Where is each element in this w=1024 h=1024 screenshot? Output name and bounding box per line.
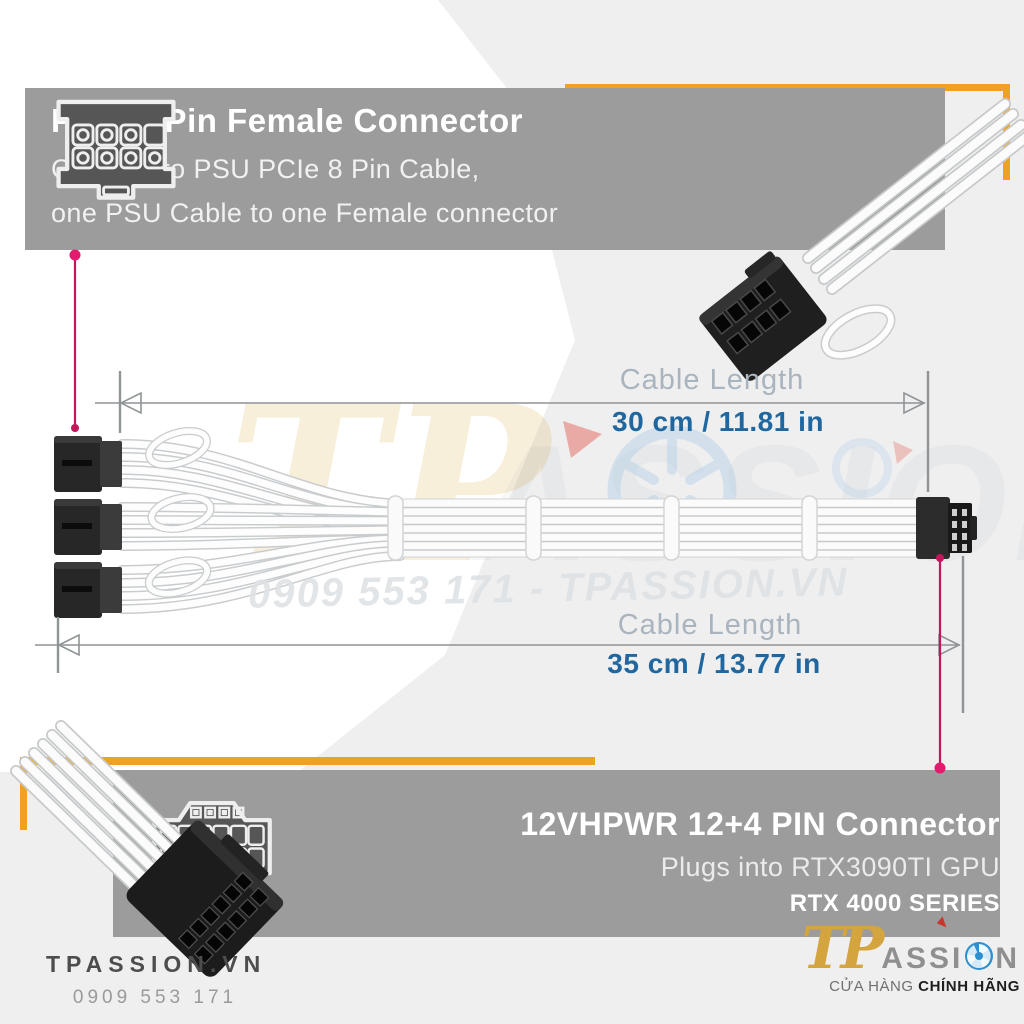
orange-accent-bottom-vertical (20, 757, 27, 830)
connector-8pin-female-3 (54, 562, 122, 618)
cable-length-value-bottom: 35 cm / 13.77 in (607, 648, 821, 679)
connector-12vhpwr-photo (126, 820, 284, 977)
cable-length-label-top: Cable Length (619, 364, 805, 396)
connector-8pin-male-photo (699, 251, 827, 381)
tagline-bold: CHÍNH HÃNG (918, 978, 1020, 995)
logo-assion-left: ASSI (881, 942, 964, 975)
cable-length-label-bottom: Cable Length (617, 609, 803, 641)
cable-bundle (395, 498, 921, 558)
logo-tagline: CỬA HÀNG CHÍNH HÃNG (760, 978, 1020, 995)
bottom-banner-badge: RTX 4000 SERIES (789, 890, 1000, 917)
cable-length-value-top: 30 cm / 11.81 in (612, 406, 824, 437)
tagline-regular: CỬA HÀNG (829, 978, 919, 995)
connector-12vhpwr-small (916, 497, 977, 559)
footer-phone-number: 0909 553 171 (72, 987, 238, 1008)
pcie-8pin-female-connector-icon (56, 99, 176, 200)
connector-8pin-female-2 (54, 499, 122, 555)
top-banner: PCIe 8 Pin Female Connector Connect to P… (25, 88, 945, 250)
logo-assion-right: N (995, 942, 1020, 975)
orange-accent-bottom-horizontal (20, 757, 595, 765)
footer-site-url: TPASSION.VN (46, 951, 267, 977)
measurement-bottom (35, 556, 965, 713)
photo-main-cable (54, 426, 977, 618)
tpassion-logo: TP ASSI N CỬA HÀNG CHÍNH HÃNG (760, 914, 1020, 995)
photo-12vhpwr-bottom-left (10, 720, 284, 977)
callout-bottom-right (934, 554, 946, 774)
logo-shutter-icon (965, 942, 994, 970)
cable-combs (387, 495, 818, 561)
watermark-red-triangle (563, 421, 602, 458)
bottom-banner-title: 12VHPWR 12+4 PIN Connector (520, 806, 1000, 842)
callout-top-left (69, 249, 81, 432)
photo-psu-cable-top-right (699, 98, 1024, 381)
bottom-banner-text: 12VHPWR 12+4 PIN Connector Plugs into RT… (520, 770, 1000, 937)
top-banner-subtitle-line2: one PSU Cable to one Female connector (51, 198, 559, 228)
measurement-top (95, 371, 930, 492)
logo-tp-monogram: TP (801, 914, 885, 982)
orange-accent-top-horizontal (565, 84, 1010, 91)
bottom-banner-subtitle: Plugs into RTX3090TI GPU (660, 852, 1000, 882)
connector-8pin-female-1 (54, 436, 122, 492)
